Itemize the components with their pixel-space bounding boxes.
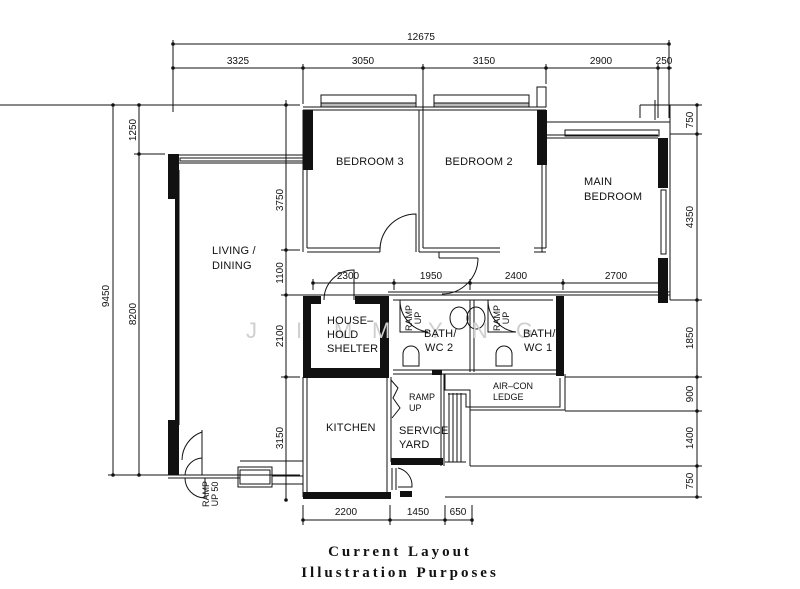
dim-top-3: 3150 [473, 56, 496, 67]
svg-text:Y: Y [428, 318, 443, 343]
label-shelter-3: SHELTER [327, 343, 378, 355]
label-bath1-2: WC 1 [524, 342, 552, 354]
label-ramp-bath2-2: UP [413, 312, 423, 325]
label-bath2-1: BATH/ [424, 328, 457, 340]
dim-right-2: 4350 [685, 205, 696, 228]
label-living-1: LIVING / [212, 245, 257, 257]
dim-right-5: 1400 [685, 426, 696, 449]
dim-left-inner-2: 8200 [128, 302, 139, 325]
label-bath1-1: BATH/ [523, 328, 556, 340]
label-service-yard-2: YARD [399, 439, 430, 451]
label-ramp-entrance-2: UP 50 [210, 482, 220, 507]
dim-bottom-2: 1450 [407, 507, 430, 518]
dim-right-3: 1850 [685, 326, 696, 349]
dim-int-4: 2700 [605, 271, 628, 282]
caption-title: Current Layout [328, 544, 472, 560]
label-aircon-2: LEDGE [493, 392, 524, 402]
dim-overall-width: 12675 [407, 32, 435, 43]
dimension-labels: 12675 3325 3050 3150 2900 250 9450 1250 … [101, 32, 696, 518]
dim-left-inner-1: 1250 [128, 118, 139, 141]
dim-int-2: 1950 [420, 271, 443, 282]
dim-right-6: 750 [685, 472, 696, 489]
label-living-2: DINING [212, 260, 252, 272]
label-bedroom-3: BEDROOM 3 [336, 156, 404, 168]
dim-bottom-1: 2200 [335, 507, 358, 518]
dim-right-1: 750 [685, 111, 696, 128]
room-labels: BEDROOM 3 BEDROOM 2 MAIN BEDROOM LIVING … [201, 156, 642, 507]
label-bath2-2: WC 2 [425, 342, 453, 354]
watermark: J I M M Y N G [246, 318, 533, 343]
svg-text:J: J [246, 318, 257, 343]
svg-text:I: I [296, 318, 302, 343]
svg-text:M: M [334, 318, 352, 343]
label-bedroom-2: BEDROOM 2 [445, 156, 513, 168]
dim-top-1: 3325 [227, 56, 250, 67]
dim-right-4: 900 [685, 385, 696, 402]
label-ramp-bath1-2: UP [501, 312, 511, 325]
label-kitchen: KITCHEN [326, 422, 376, 434]
label-ramp-bath2-1: RAMP [404, 305, 414, 331]
dim-mid-2: 1100 [275, 262, 286, 284]
label-shelter-1: HOUSE– [327, 315, 374, 327]
label-main-bedroom-1: MAIN [584, 176, 612, 188]
label-ramp-entrance-1: RAMP [201, 481, 211, 507]
dim-top-5: 250 [656, 56, 673, 67]
label-ramp-yard-1: RAMP [409, 392, 435, 402]
dim-bottom-3: 650 [450, 507, 467, 518]
dim-int-1: 2300 [337, 271, 360, 282]
label-ramp-yard-2: UP [409, 403, 422, 413]
svg-text:N: N [472, 318, 488, 343]
svg-text:G: G [516, 318, 533, 343]
label-ramp-bath1-1: RAMP [492, 305, 502, 331]
dim-top-4: 2900 [590, 56, 613, 67]
label-shelter-2: HOLD [327, 329, 358, 341]
label-service-yard-1: SERVICE [399, 425, 449, 437]
label-aircon-1: AIR–CON [493, 381, 533, 391]
dim-left-outer: 9450 [101, 284, 112, 307]
svg-text:M: M [372, 318, 390, 343]
dim-mid-1: 3750 [275, 188, 286, 211]
caption-subtitle: Illustration Purposes [301, 565, 499, 581]
dim-int-3: 2400 [505, 271, 528, 282]
dim-top-2: 3050 [352, 56, 375, 67]
dim-mid-4: 3150 [275, 426, 286, 449]
dim-mid-3: 2100 [275, 324, 286, 347]
label-main-bedroom-2: BEDROOM [584, 191, 642, 203]
